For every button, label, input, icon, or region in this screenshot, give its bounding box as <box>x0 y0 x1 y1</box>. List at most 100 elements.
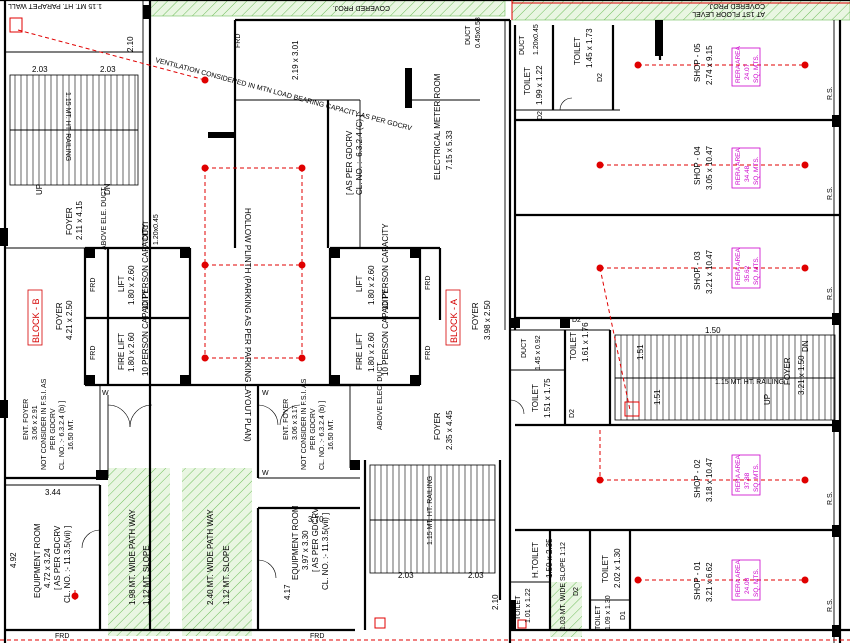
label-duct-top: DUCT <box>465 25 472 45</box>
label-room-219: 2.19 x 3.01 <box>291 40 300 80</box>
label-dim-203-b: 2.03 <box>100 65 116 74</box>
label-above-ele-duct: ABOVE ELE. DUCT <box>101 187 108 250</box>
label-lift-b-cap: 10 PERSON CAPACITY <box>141 223 150 310</box>
label-path-240: 2.40 MT. WIDE PATH WAY <box>206 509 215 605</box>
label-dim-492: 4.92 <box>9 552 18 568</box>
label-equip-b-4: CL. NO. :- 11.3.5(vii) ] <box>63 526 72 603</box>
label-foyer-r: FOYER <box>783 357 792 385</box>
label-block-b: BLOCK - B <box>31 298 41 343</box>
label-dim-210-b: 2.10 <box>491 594 500 610</box>
label-lift-b-dim: 1.80 x 2.60 <box>127 265 136 305</box>
label-path-198: 1.98 MT. WIDE PATH WAY <box>128 509 137 605</box>
pathway-240-area <box>182 468 252 636</box>
label-ent-foyer-b-1: ENT. FOYER <box>23 399 30 440</box>
label-w-4: W <box>262 470 269 477</box>
label-shop01-rera-val: 24.08 <box>744 577 751 594</box>
label-w-3: W <box>102 470 109 477</box>
label-frd-a2: FRD <box>425 346 432 360</box>
label-shop04-rera: RERA AREA <box>735 147 742 185</box>
label-toilet-bot-dim: 2.02 x 1.30 <box>613 548 622 588</box>
label-dim-203-a: 2.03 <box>32 65 48 74</box>
label-elec-room-dim: 7.15 x 5.33 <box>445 130 454 170</box>
label-rs-3: R.S. <box>827 286 834 300</box>
label-dim-151-b: 1.51 <box>653 389 662 405</box>
label-shop04-sqmts: SQ. MTS. <box>753 156 760 185</box>
label-rs-2: R.S. <box>827 186 834 200</box>
staircase-bottom <box>369 464 496 574</box>
label-shop01-rera: RERA AREA <box>735 559 742 597</box>
label-frd-eb: FRD <box>55 633 69 640</box>
label-dim-210-top: 2.10 <box>126 36 135 52</box>
label-vent-note: VENTILATION CONSIDERED IN MTN LOAD BEARI… <box>154 57 412 132</box>
label-rs-1: R.S. <box>827 86 834 100</box>
label-slope-112-a: 1.12 MT. SLOPE <box>142 545 151 605</box>
label-d2-a: D2 <box>537 111 544 120</box>
label-firelift-b-dim: 1.80 x 2.60 <box>127 332 136 372</box>
label-ent-foyer-a-4: PER GDCRV <box>310 408 317 450</box>
label-duct-mid-dim: 1.45 x 0.92 <box>535 335 542 370</box>
label-dim-417: 4.17 <box>283 584 292 600</box>
label-shop05: SHOP - 05 <box>693 43 702 82</box>
label-gdcrv-c-2: CL. NO. :- 6.3.2.4 (C) ] <box>355 115 364 195</box>
columns <box>0 5 840 637</box>
label-htoilet: H.TOILET <box>531 542 540 578</box>
label-firelift-a: FIRE LIFT <box>355 333 364 370</box>
label-railing-bot: 1.15 MT. HT. RAILING <box>427 476 434 545</box>
label-d2-c: D2 <box>569 409 576 418</box>
label-up-right: UP <box>763 394 772 405</box>
label-firelift-a-cap: 10 PERSON CAPACITY <box>381 289 390 376</box>
label-toilet-mid2-dim: 1.51 x 1.75 <box>543 378 552 418</box>
label-dim-150: 1.50 <box>705 326 721 335</box>
label-toilet-d2: TOILET <box>523 67 532 95</box>
label-ent-foyer-b-5: CL. NO. :- 6.3.2.4 (b) ] <box>59 401 66 470</box>
label-slope-112-b: 1.12 MT. SLOPE <box>222 545 231 605</box>
label-firelift-a-dim: 1.80 x 2.60 <box>367 332 376 372</box>
label-frd-1: FRD <box>235 34 242 48</box>
label-ent-foyer-b-4: PER GDCRV <box>50 408 57 450</box>
label-ent-foyer-a-1: ENT. FOYER <box>283 399 290 440</box>
label-dn-right: DN <box>801 340 810 352</box>
label-top-right-covered: COVERED PROJ. <box>708 2 765 9</box>
label-above-elec-duct: ABOVE ELEC. DUCT <box>377 362 384 430</box>
label-foyer-b-top: FOYER <box>65 207 74 235</box>
red-markers <box>9 17 809 629</box>
hatch-area-top-left <box>149 0 506 17</box>
label-shop03-sqmts: SQ. MTS. <box>753 256 760 285</box>
label-d2-e: D2 <box>573 587 580 596</box>
label-shop02-rera-val: 37.88 <box>744 472 751 489</box>
label-lift-a-dim: 1.80 x 2.60 <box>367 265 376 305</box>
label-toilet-bot3: TOILET <box>595 605 602 630</box>
label-shop03-rera: RERA AREA <box>735 247 742 285</box>
label-duct-mid: DUCT <box>521 338 528 358</box>
label-toilet-bot2-dim: 1.01 x 1.22 <box>525 588 532 623</box>
label-w-1: W <box>102 390 109 397</box>
label-shop04: SHOP - 04 <box>693 146 702 185</box>
label-equip-a-1: EQUIPMENT ROOM <box>291 505 300 580</box>
label-shop02-sqmts: SQ. MTS. <box>753 463 760 492</box>
label-shop02: SHOP - 02 <box>693 459 702 498</box>
label-htoilet-dim: 1.50 x 2.35 <box>545 538 554 578</box>
label-dim-203-d: 2.03 <box>468 571 484 580</box>
label-shop02-rera: RERA AREA <box>735 454 742 492</box>
label-foyer-r-dim: 3.21 x 1.50 <box>797 355 806 395</box>
label-lift-b: LIFT <box>117 275 126 292</box>
label-duct-small-dim: 1.20x0.45 <box>153 214 160 245</box>
label-toilet-mid2: TOILET <box>531 384 540 412</box>
label-toilet-bot3-dim: 1.09 x 1.30 <box>605 595 612 630</box>
label-shop05-rera: RERA AREA <box>735 45 742 83</box>
label-toilet-bot2: TOILET <box>515 595 522 620</box>
label-foyer-a2: FOYER <box>433 412 442 440</box>
label-toilet-d2-dim: 1.99 x 1.22 <box>535 65 544 105</box>
pathway-198-area <box>108 468 170 636</box>
label-equip-a-4: CL. NO. :- 11.3.5(vii) ] <box>321 513 330 590</box>
label-toilet-mid: TOILET <box>569 332 578 360</box>
label-shop03: SHOP - 03 <box>693 251 702 290</box>
label-shop03-rera-val: 35.62 <box>744 265 751 282</box>
label-wide-ramp: 1.03 MT. WIDE SLOPE 1:12 <box>560 542 567 630</box>
label-top-covered: COVERED PROJ. <box>333 4 390 11</box>
label-toilet-mid-dim: 1.61 x 1.76 <box>581 322 590 362</box>
staircase-right <box>614 334 836 421</box>
label-dn-left: DN <box>103 183 112 195</box>
